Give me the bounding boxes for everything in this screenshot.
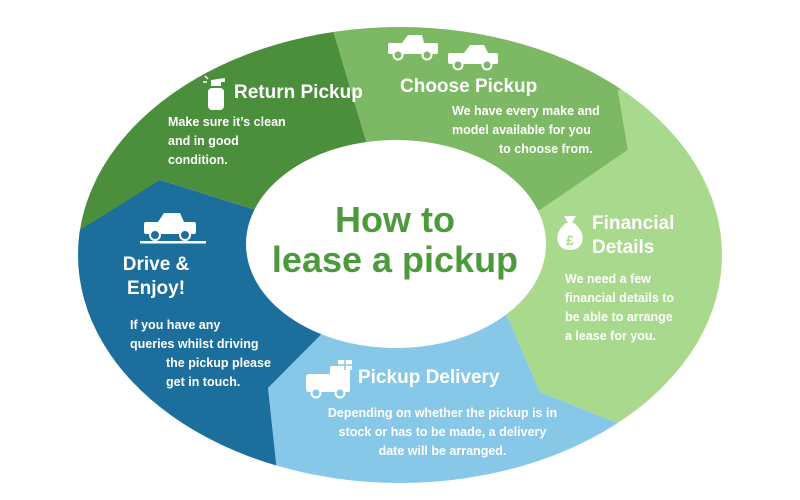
money-bag-icon: £ bbox=[557, 216, 583, 250]
center-title-line2: lease a pickup bbox=[271, 239, 519, 280]
spray-bottle-icon bbox=[203, 75, 225, 110]
step-title-choose-pickup: Choose Pickup bbox=[400, 76, 538, 97]
step-title-drive-enjoy: Drive & Enjoy! bbox=[108, 253, 204, 301]
description-line: stock or has to be made, a delivery bbox=[338, 425, 547, 439]
description-line: We need a few bbox=[565, 272, 651, 286]
description-line: and in good bbox=[168, 134, 239, 148]
step-description-choose-pickup: We have every make and model available f… bbox=[452, 102, 637, 159]
description-line: condition. bbox=[168, 153, 228, 167]
step-description-drive-enjoy: If you have any queries whilst driving t… bbox=[130, 316, 295, 392]
step-description-return-pickup: Make sure it’s clean and in good conditi… bbox=[168, 113, 318, 170]
step-title-financial-details: Financial Details bbox=[592, 212, 674, 260]
description-line: We have every make and bbox=[452, 104, 600, 118]
description-line: get in touch. bbox=[166, 375, 241, 389]
center-title: How to lease a pickup bbox=[255, 200, 535, 280]
description-line: be able to arrange bbox=[565, 310, 673, 324]
description-line: the pickup please bbox=[166, 356, 271, 370]
center-ellipse bbox=[246, 140, 546, 348]
step-title-return-pickup: Return Pickup bbox=[234, 82, 363, 103]
delivery-van-gift-icon bbox=[306, 360, 352, 399]
description-line: financial details to bbox=[565, 291, 675, 305]
pickup-truck-icon bbox=[140, 213, 206, 244]
description-line: a lease for you. bbox=[565, 329, 657, 343]
description-line: queries whilst driving bbox=[130, 337, 259, 351]
description-line: model available for you bbox=[452, 123, 591, 137]
description-line: Make sure it’s clean bbox=[168, 115, 286, 129]
title-line: Drive & bbox=[122, 254, 190, 275]
svg-text:£: £ bbox=[566, 232, 574, 248]
center-title-line1: How to bbox=[335, 199, 455, 240]
title-line: Details bbox=[592, 237, 655, 258]
description-line: to choose from. bbox=[499, 142, 593, 156]
two-pickup-trucks-icon bbox=[388, 35, 498, 71]
description-line: date will be arranged. bbox=[378, 444, 507, 458]
description-line: Depending on whether the pickup is in bbox=[327, 406, 558, 420]
title-line: Financial bbox=[592, 213, 675, 234]
step-description-pickup-delivery: Depending on whether the pickup is in st… bbox=[300, 404, 585, 461]
title-line: Enjoy! bbox=[126, 278, 186, 299]
step-title-pickup-delivery: Pickup Delivery bbox=[358, 367, 500, 388]
description-line: If you have any bbox=[130, 318, 221, 332]
step-description-financial-details: We need a few financial details to be ab… bbox=[565, 270, 705, 346]
